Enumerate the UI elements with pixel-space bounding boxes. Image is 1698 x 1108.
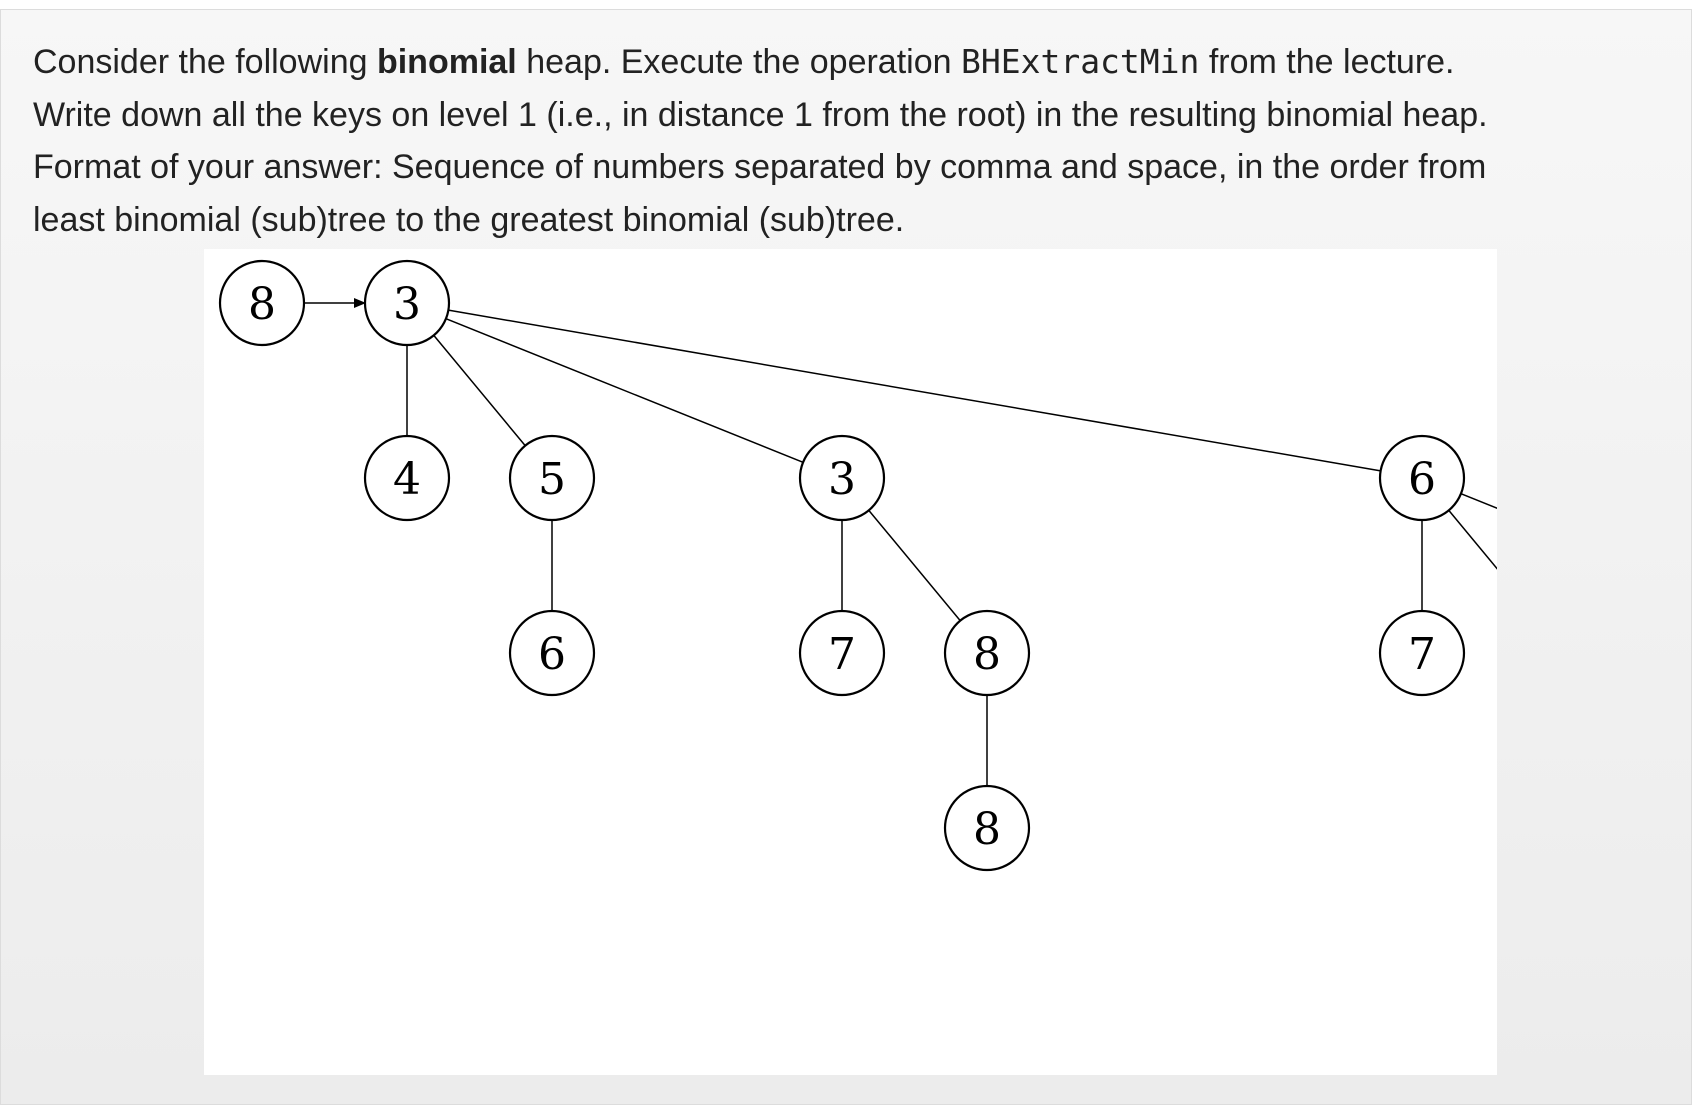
heap-node-circle — [218, 259, 306, 347]
heap-node-root-1-2-0: 7 — [798, 609, 886, 697]
heap-node-circle — [363, 259, 451, 347]
heap-node-key: 7 — [828, 629, 856, 680]
heap-node-key: 6 — [1408, 454, 1436, 505]
tree-edge — [868, 509, 961, 622]
heap-node-circle — [1378, 609, 1466, 697]
heap-node-key: 8 — [973, 629, 1001, 680]
heap-node-key: 6 — [538, 629, 566, 680]
heap-node-circle — [798, 434, 886, 522]
question-line-1: Consider the following binomial heap. Ex… — [33, 36, 1673, 89]
heap-node-circle — [508, 434, 596, 522]
heap-node-circle — [943, 784, 1031, 872]
heap-node-circle — [508, 609, 596, 697]
heap-node-root-1-2-1: 8 — [943, 609, 1031, 697]
heap-node-root-0: 8 — [218, 259, 306, 347]
binomial-heap-figure: 834563788676978911 — [204, 249, 1497, 1075]
heap-node-root-1-2-1-0: 8 — [943, 784, 1031, 872]
heap-node-key: 4 — [393, 454, 421, 505]
question-panel: Consider the following binomial heap. Ex… — [0, 9, 1692, 1105]
question-line-1-prefix: Consider the following — [33, 43, 377, 81]
heap-node-root-1-3: 6 — [1378, 434, 1466, 522]
heap-node-root-1-2: 3 — [798, 434, 886, 522]
heap-node-root-1-3-0: 7 — [1378, 609, 1466, 697]
question-line-1-suffix: from the lecture. — [1199, 43, 1455, 81]
heap-node-circle — [1378, 434, 1466, 522]
heap-node-key: 5 — [538, 454, 566, 505]
heap-node-key: 3 — [828, 454, 856, 505]
heap-node-root-1: 3 — [363, 259, 451, 347]
heap-node-key: 8 — [973, 804, 1001, 855]
operation-name-code: BHExtractMin — [960, 42, 1200, 81]
heap-node-root-1-1-0: 6 — [508, 609, 596, 697]
heap-node-key: 3 — [393, 279, 421, 330]
question-line-1-middle: heap. Execute the operation — [516, 43, 961, 81]
heap-node-circle — [943, 609, 1031, 697]
tree-edge — [1460, 492, 1497, 509]
heap-node-circle — [363, 434, 451, 522]
tree-edge — [448, 309, 1381, 472]
question-line-3: Format of your answer: Sequence of numbe… — [33, 148, 1487, 186]
heap-node-circle — [798, 609, 886, 697]
binomial-heap-diagram: 834563788676978911 — [218, 259, 1497, 872]
tree-edge — [445, 317, 804, 464]
tree-edge — [1448, 509, 1497, 570]
question-text: Consider the following binomial heap. Ex… — [33, 36, 1673, 246]
question-line-2: Write down all the keys on level 1 (i.e.… — [33, 95, 1488, 134]
heap-node-root-1-1: 5 — [508, 434, 596, 522]
tree-edge — [433, 334, 526, 447]
heap-node-key: 7 — [1408, 629, 1436, 680]
question-keyword-binomial: binomial — [376, 43, 517, 81]
heap-node-root-1-0: 4 — [363, 434, 451, 522]
heap-node-key: 8 — [248, 279, 276, 330]
question-line-4: least binomial (sub)tree to the greatest… — [33, 200, 905, 239]
